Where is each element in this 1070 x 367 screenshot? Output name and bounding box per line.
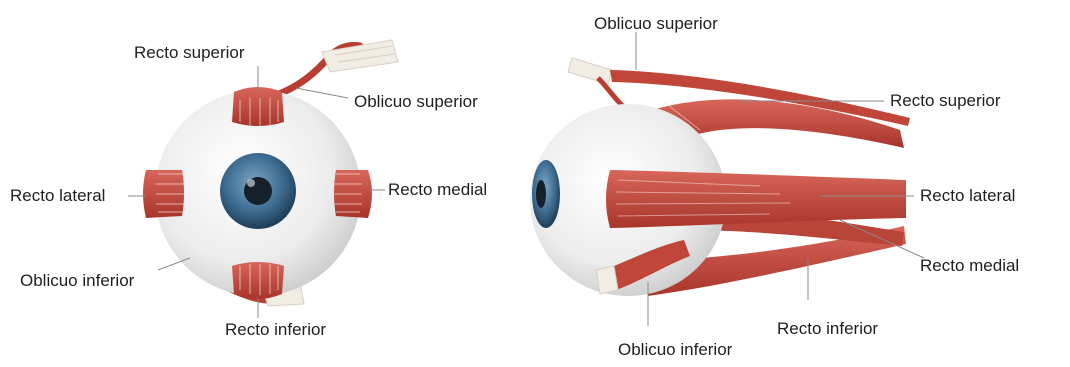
side-recto-lateral-muscle: [606, 170, 906, 228]
label-front-recto-lateral: Recto lateral: [10, 186, 105, 206]
label-side-recto-medial: Recto medial: [920, 256, 1019, 276]
front-leader-oblicuo-superior: [296, 88, 348, 98]
label-side-recto-lateral: Recto lateral: [920, 186, 1015, 206]
side-oblicuo-inferior-tendon: [596, 266, 618, 294]
label-side-recto-inferior: Recto inferior: [777, 319, 878, 339]
label-front-recto-superior: Recto superior: [134, 43, 245, 63]
side-oblicuo-superior-tendon: [568, 58, 612, 84]
label-side-oblicuo-superior: Oblicuo superior: [594, 14, 718, 34]
label-side-recto-superior: Recto superior: [890, 91, 1001, 111]
label-front-recto-medial: Recto medial: [388, 180, 487, 200]
side-view: [530, 32, 924, 326]
label-side-oblicuo-inferior: Oblicuo inferior: [618, 340, 732, 360]
side-pupil: [536, 180, 546, 208]
label-front-oblicuo-superior: Oblicuo superior: [354, 92, 478, 112]
label-front-oblicuo-inferior: Oblicuo inferior: [20, 271, 134, 291]
label-front-recto-inferior: Recto inferior: [225, 320, 326, 340]
front-view: [128, 40, 398, 318]
